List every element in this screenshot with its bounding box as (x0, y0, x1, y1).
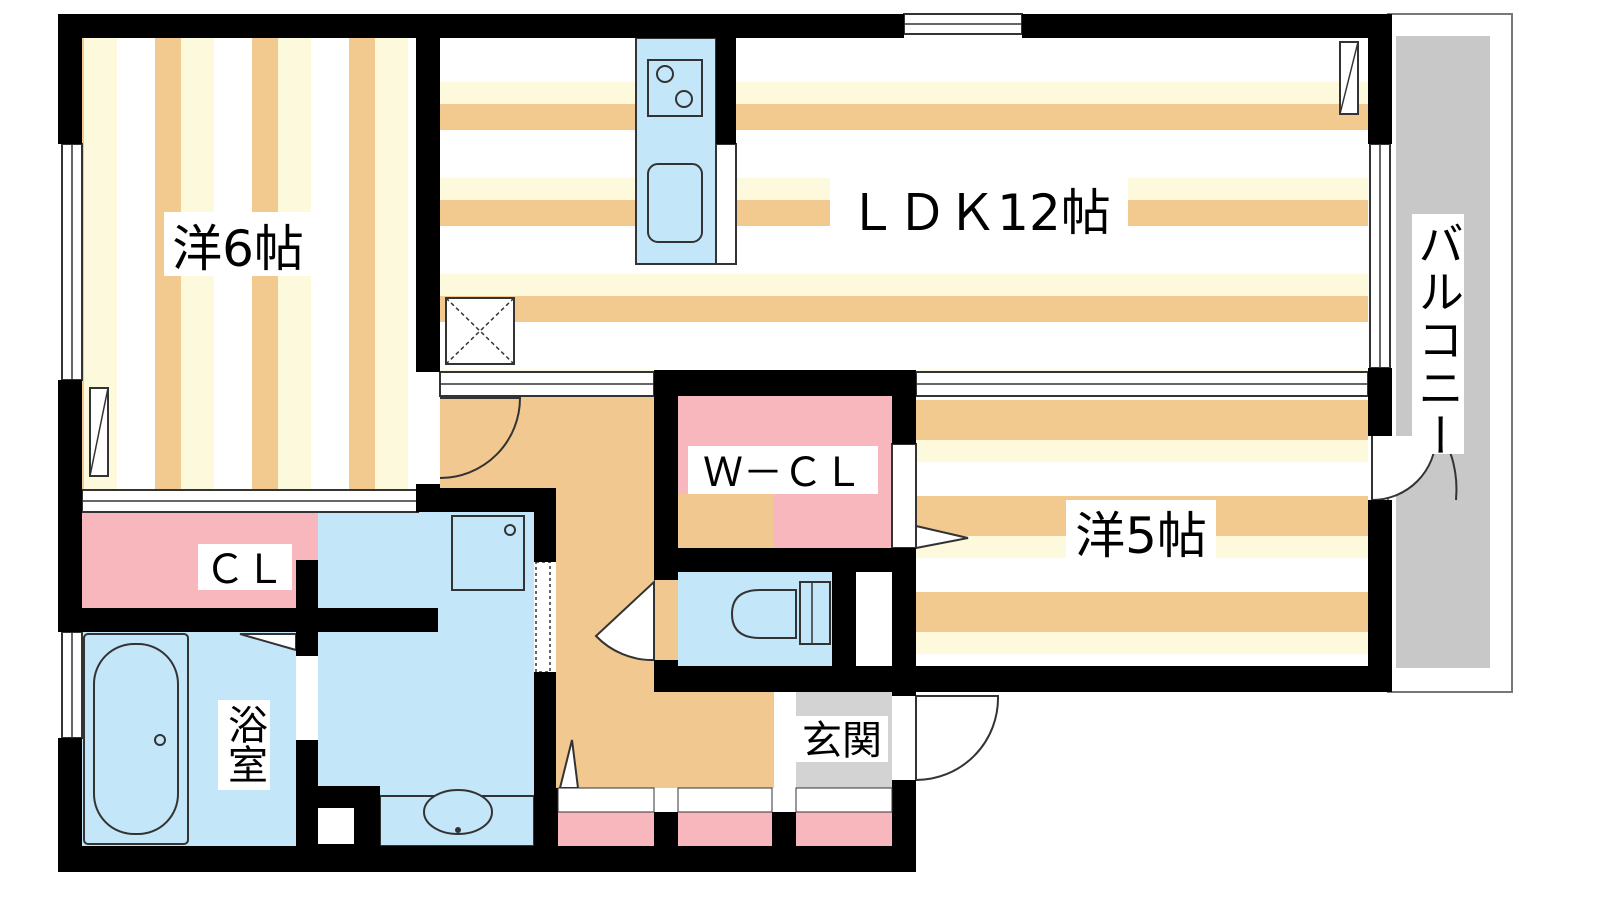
storage-divider (677, 787, 773, 813)
bathtub-inner (93, 643, 179, 835)
burner-icon (656, 65, 674, 83)
vanity-basin (423, 789, 493, 835)
burner-icon (675, 90, 693, 108)
label-balcony: バルコニー (1411, 214, 1465, 460)
door-swing (915, 695, 1000, 781)
label-western-5: 洋5帖 (1066, 500, 1216, 565)
storage-2 (678, 812, 772, 846)
room-label-entrance: 玄関 (802, 718, 882, 764)
label-ldk: ＬＤＫ12帖 (830, 176, 1128, 242)
label-western-6: 洋6帖 (164, 212, 312, 278)
shaft (318, 808, 354, 844)
room-label-ldk: ＬＤＫ12帖 (847, 184, 1111, 242)
storage-divider (557, 787, 655, 813)
hallway-floor (440, 396, 656, 494)
washroom-shelf (535, 561, 551, 673)
label-entrance: 玄関 (796, 716, 888, 764)
door-swing (439, 397, 522, 479)
label-wcl: Ｗ－ＣＬ (688, 446, 878, 496)
label-cl: ＣＬ (198, 544, 292, 593)
room-label-bath: 浴室 (221, 704, 267, 784)
storage-1 (556, 812, 654, 846)
room-label-western-6: 洋6帖 (172, 220, 304, 278)
fridge-space (715, 143, 737, 265)
toilet-bowl (730, 589, 797, 639)
room-label-western-5: 洋5帖 (1075, 507, 1207, 565)
kitchen-sink (647, 163, 703, 243)
sliding-door (891, 443, 917, 549)
storage-divider (795, 787, 893, 813)
washing-machine (451, 515, 525, 591)
room-label-cl: ＣＬ (205, 547, 285, 593)
label-bath: 浴室 (218, 700, 270, 790)
room-label-wcl: Ｗ－ＣＬ (703, 450, 863, 496)
stove (647, 59, 703, 117)
door-swing (594, 579, 655, 662)
faucet-icon (455, 827, 461, 833)
toilet-tank (799, 581, 831, 645)
drain-icon (504, 524, 516, 536)
room-label-balcony: バルコニー (1411, 220, 1465, 460)
drain-icon (154, 734, 166, 746)
toilet-closet (856, 572, 892, 666)
storage-3 (796, 812, 892, 846)
